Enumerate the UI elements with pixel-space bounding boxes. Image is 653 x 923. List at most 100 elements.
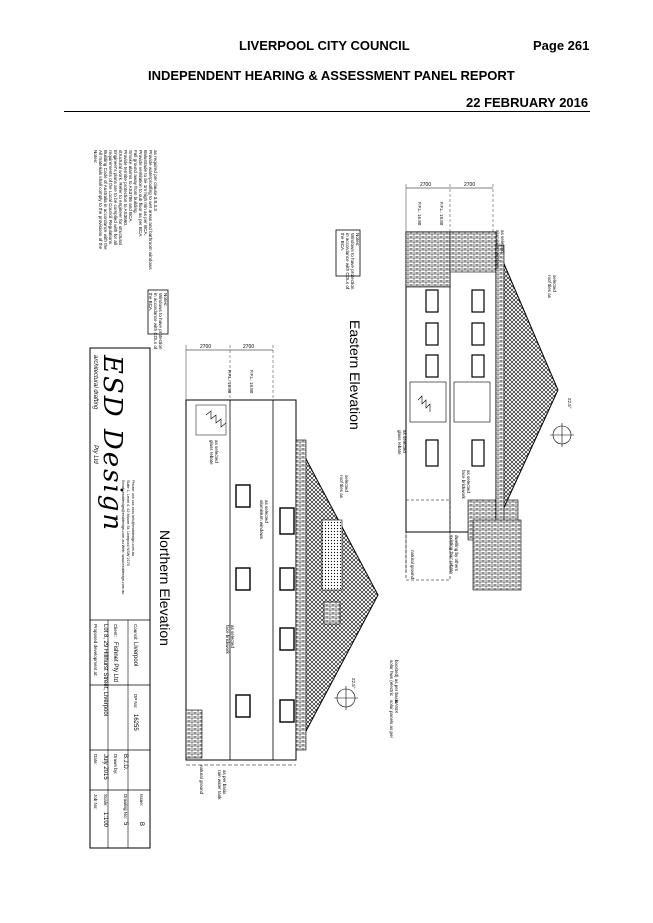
general-note-line: as required per clause 3.8.3.3 [153, 150, 158, 211]
window [425, 289, 439, 313]
general-note-line: Provide ventilation to sub floor as per … [138, 150, 143, 238]
window [471, 354, 485, 378]
council-name: LIVERPOOL CITY COUNCIL [239, 38, 410, 53]
window [235, 694, 251, 718]
window [279, 507, 295, 535]
eastern-elevation: 2700 2700 F.F.L. 16.80 F.F.L. 19.80 natu… [347, 182, 574, 591]
callout-face-brickwork: as selected [466, 470, 471, 493]
callout-aluminium-windows: aluminium windows [259, 500, 264, 540]
title-block: ESD Design architectural drafting Pty Lt… [89, 347, 151, 849]
issue-value: B [138, 822, 144, 826]
termite-note-line: in accordance with COLs of [153, 293, 158, 350]
northern-elevation-title: Northern Elevation [157, 530, 173, 646]
level-label: F.F.L. 19.80 [249, 370, 254, 394]
scale-label: Scale: [103, 794, 108, 807]
callout-glass-balustrade: as selected [214, 440, 219, 463]
roof-pitch-label: 22.5° [351, 678, 356, 689]
dp-value: 16255 [132, 714, 138, 731]
window [425, 439, 439, 467]
callout-existing-dwelling: dwelling by others [454, 535, 459, 572]
roof-pitch-label: 22.5° [567, 398, 572, 409]
callout-aluminium-windows: as selected [264, 500, 269, 523]
client-label: Client: [113, 624, 118, 637]
termite-note-line: the BCA. [340, 233, 345, 251]
callout-roof-tiles: selected [344, 475, 349, 492]
header-rule [64, 111, 590, 112]
level-label: F.F.L. 16.80 [417, 202, 422, 226]
window [425, 322, 439, 346]
window [279, 627, 295, 651]
roof-pitch-marker: 22.5° [550, 398, 574, 447]
general-note-line: requirements of the Local Council Regula… [108, 150, 113, 245]
callout-face-brickwork: as selected [230, 625, 235, 648]
northern-elevation: 2700 2700 F.F.L. 16.80 F.F.L. 19.80 natu… [157, 344, 399, 800]
window [279, 699, 295, 723]
termite-note-heading: Notes: [355, 233, 360, 246]
general-note-line: structural work. Refer to engineer for s… [118, 150, 123, 245]
company-address: Suite 1, Level 4, 42 Moore St, Liverpool… [126, 480, 130, 566]
client-name: Fishnet Pty Ltd [112, 642, 118, 682]
callout-roof-tiles: roof tiles as [547, 275, 552, 299]
date-label: Date: [93, 754, 98, 765]
window [235, 484, 251, 508]
natural-ground-label: natural ground [410, 550, 415, 580]
callout-face-brickwork: face brickwork [461, 470, 466, 500]
callout-face-brickwork: face brickwork [225, 625, 230, 655]
project-label: Proposed development at: [93, 624, 98, 677]
dimension-label: 2700 [420, 182, 431, 188]
general-note-line: Fall ground away from building. [133, 150, 138, 214]
termite-note-heading: Notes: [163, 293, 168, 306]
company-subtitle: architectural drafting [92, 355, 98, 410]
level-label: F.F.L. 19.80 [439, 202, 444, 226]
eastern-elevation-title: Eastern Elevation [347, 320, 363, 430]
window [235, 567, 251, 591]
drawn-label: Drawn by: [113, 754, 118, 774]
callout-rainwater-tank: as per basix [222, 770, 227, 795]
general-note-line: Engineer's plans are to be complied with… [113, 150, 118, 245]
general-note-line: Building Code of Australia in accordance… [103, 150, 108, 250]
callout-existing-dwelling: existing 'bar' rebate [449, 535, 454, 574]
level-label: F.F.L. 16.80 [227, 370, 232, 394]
issue-label: Issue: [139, 794, 144, 806]
general-notes-heading: Notes: [93, 150, 98, 163]
window [471, 322, 485, 346]
scale-value: 1:100 [102, 812, 108, 828]
termite-note-box-east: Notes: Windows to have protection in acc… [335, 229, 361, 290]
dp-label: DP No: [133, 694, 138, 708]
callout-solar-panels: BASIX [394, 700, 399, 713]
dimension-label: 2700 [200, 344, 211, 350]
callout-aluminium-windows: as selected [500, 230, 505, 253]
termite-note-line: Windows to have protection [158, 293, 163, 350]
window [279, 567, 295, 591]
roof-pitch-marker: 22.5° [334, 678, 358, 710]
callout-glass-balustrade: glass rebate [397, 430, 402, 455]
callout-solar-panels: solar panels as per [389, 700, 394, 739]
company-address: Phone: xxx xxx xxxx info@esddesign.com.a… [131, 480, 135, 556]
report-date: 22 FEBRUARY 2016 [466, 95, 589, 110]
termite-note-line: Windows to have protection [350, 233, 355, 290]
termite-note-line: in accordance with COLs of [345, 233, 350, 290]
callout-glass-balustrade: as selected [402, 430, 407, 453]
window [471, 439, 485, 467]
architectural-drawing: Notes: All materials shall comply to the… [89, 150, 574, 849]
callout-solar-hws: solar hws (electric [389, 660, 394, 697]
callout-glass-balustrade: glass rebate [209, 440, 214, 465]
termite-note-box-north: Notes: Windows to have protection in acc… [147, 289, 169, 350]
drawing-number-value: 5 [122, 822, 128, 826]
general-note-line: Provide waterproofing to wet areas and b… [148, 150, 153, 270]
callout-aluminium-windows: aluminium windows [495, 230, 500, 270]
general-notes: Notes: All materials shall comply to the… [93, 150, 158, 270]
general-note-line: Provide termite protection to AS3660. [123, 150, 128, 226]
callout-rainwater-tank: rain water tank [217, 770, 222, 800]
report-title: INDEPENDENT HEARING & ASSESSMENT PANEL R… [148, 68, 515, 83]
general-note-line: All materials shall comply to the provis… [98, 150, 103, 250]
callout-roof-tiles: roof tiles as [339, 475, 344, 499]
termite-note-line: the BCA. [148, 293, 153, 311]
dimension-label: 2700 [464, 182, 475, 188]
callout-roof-tiles: selected [552, 275, 557, 292]
dimension-label: 2700 [243, 344, 254, 350]
project-site: Lot 8, 29 Hillhurst Street, Liverpool [102, 624, 108, 716]
council-value: Liverpool [132, 642, 138, 666]
window [471, 289, 485, 313]
company-address: Email: esddesign@esddesign.com.au Web: w… [121, 480, 125, 594]
